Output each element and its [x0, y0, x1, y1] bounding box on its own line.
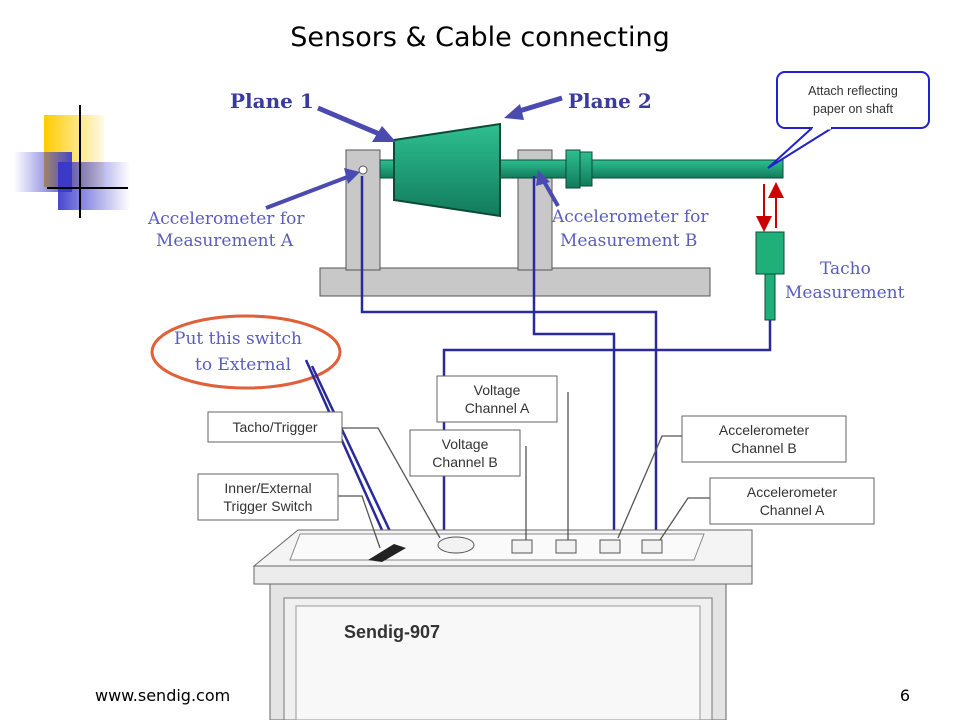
plane2-arrow: [515, 95, 563, 115]
voltage-channel-b-label: Voltage Channel B: [409, 429, 521, 477]
plane1-label: Plane 1: [230, 89, 314, 113]
rotor-shaft: [379, 122, 784, 218]
accel-b-label: Accelerometer for Measurement B: [551, 207, 714, 251]
inner-external-switch-label: Inner/External Trigger Switch: [197, 473, 339, 521]
svg-text:Voltage: Voltage: [442, 436, 489, 452]
svg-text:Trigger Switch: Trigger Switch: [224, 498, 313, 514]
decorative-corner-graphic: [14, 105, 130, 218]
svg-text:Inner/External: Inner/External: [224, 480, 311, 496]
accel-a-label: Accelerometer for Measurement A: [147, 209, 310, 251]
svg-text:paper on shaft: paper on shaft: [813, 102, 893, 116]
svg-text:Channel B: Channel B: [731, 440, 796, 456]
accel-a-arrow: [265, 174, 351, 210]
slide-title: Sensors & Cable connecting: [290, 22, 670, 53]
svg-text:Tacho/Trigger: Tacho/Trigger: [232, 419, 317, 435]
accelerometer-channel-a-label: Accelerometer Channel A: [709, 477, 875, 525]
analyzer-device: Sendig-907: [252, 529, 753, 720]
plane1-arrow: [317, 105, 385, 139]
svg-text:Accelerometer: Accelerometer: [719, 422, 810, 438]
switch-note: Put this switch to External: [174, 329, 307, 375]
svg-text:Channel A: Channel A: [465, 400, 530, 416]
svg-text:Channel B: Channel B: [432, 454, 497, 470]
svg-text:Attach reflecting: Attach reflecting: [808, 84, 898, 98]
svg-text:Accelerometer: Accelerometer: [747, 484, 838, 500]
svg-text:Voltage: Voltage: [474, 382, 521, 398]
accelerometer-channel-b-label: Accelerometer Channel B: [681, 415, 847, 463]
label-leader-lines: [338, 392, 710, 549]
svg-text:Channel A: Channel A: [760, 502, 825, 518]
switch-note-ellipse: [150, 314, 342, 390]
tacho-trigger-label: Tacho/Trigger: [207, 411, 343, 443]
page-number: 6: [899, 686, 910, 705]
plane2-label: Plane 2: [568, 89, 652, 113]
tacho-label: Tacho Measurement: [785, 259, 905, 303]
voltage-channel-a-label: Voltage Channel A: [436, 375, 558, 423]
footer-url: www.sendig.com: [95, 686, 231, 705]
reflecting-paper-callout: Attach reflecting paper on shaft: [767, 71, 930, 169]
device-name: Sendig-907: [344, 622, 440, 642]
tacho-sensor: [755, 182, 785, 321]
